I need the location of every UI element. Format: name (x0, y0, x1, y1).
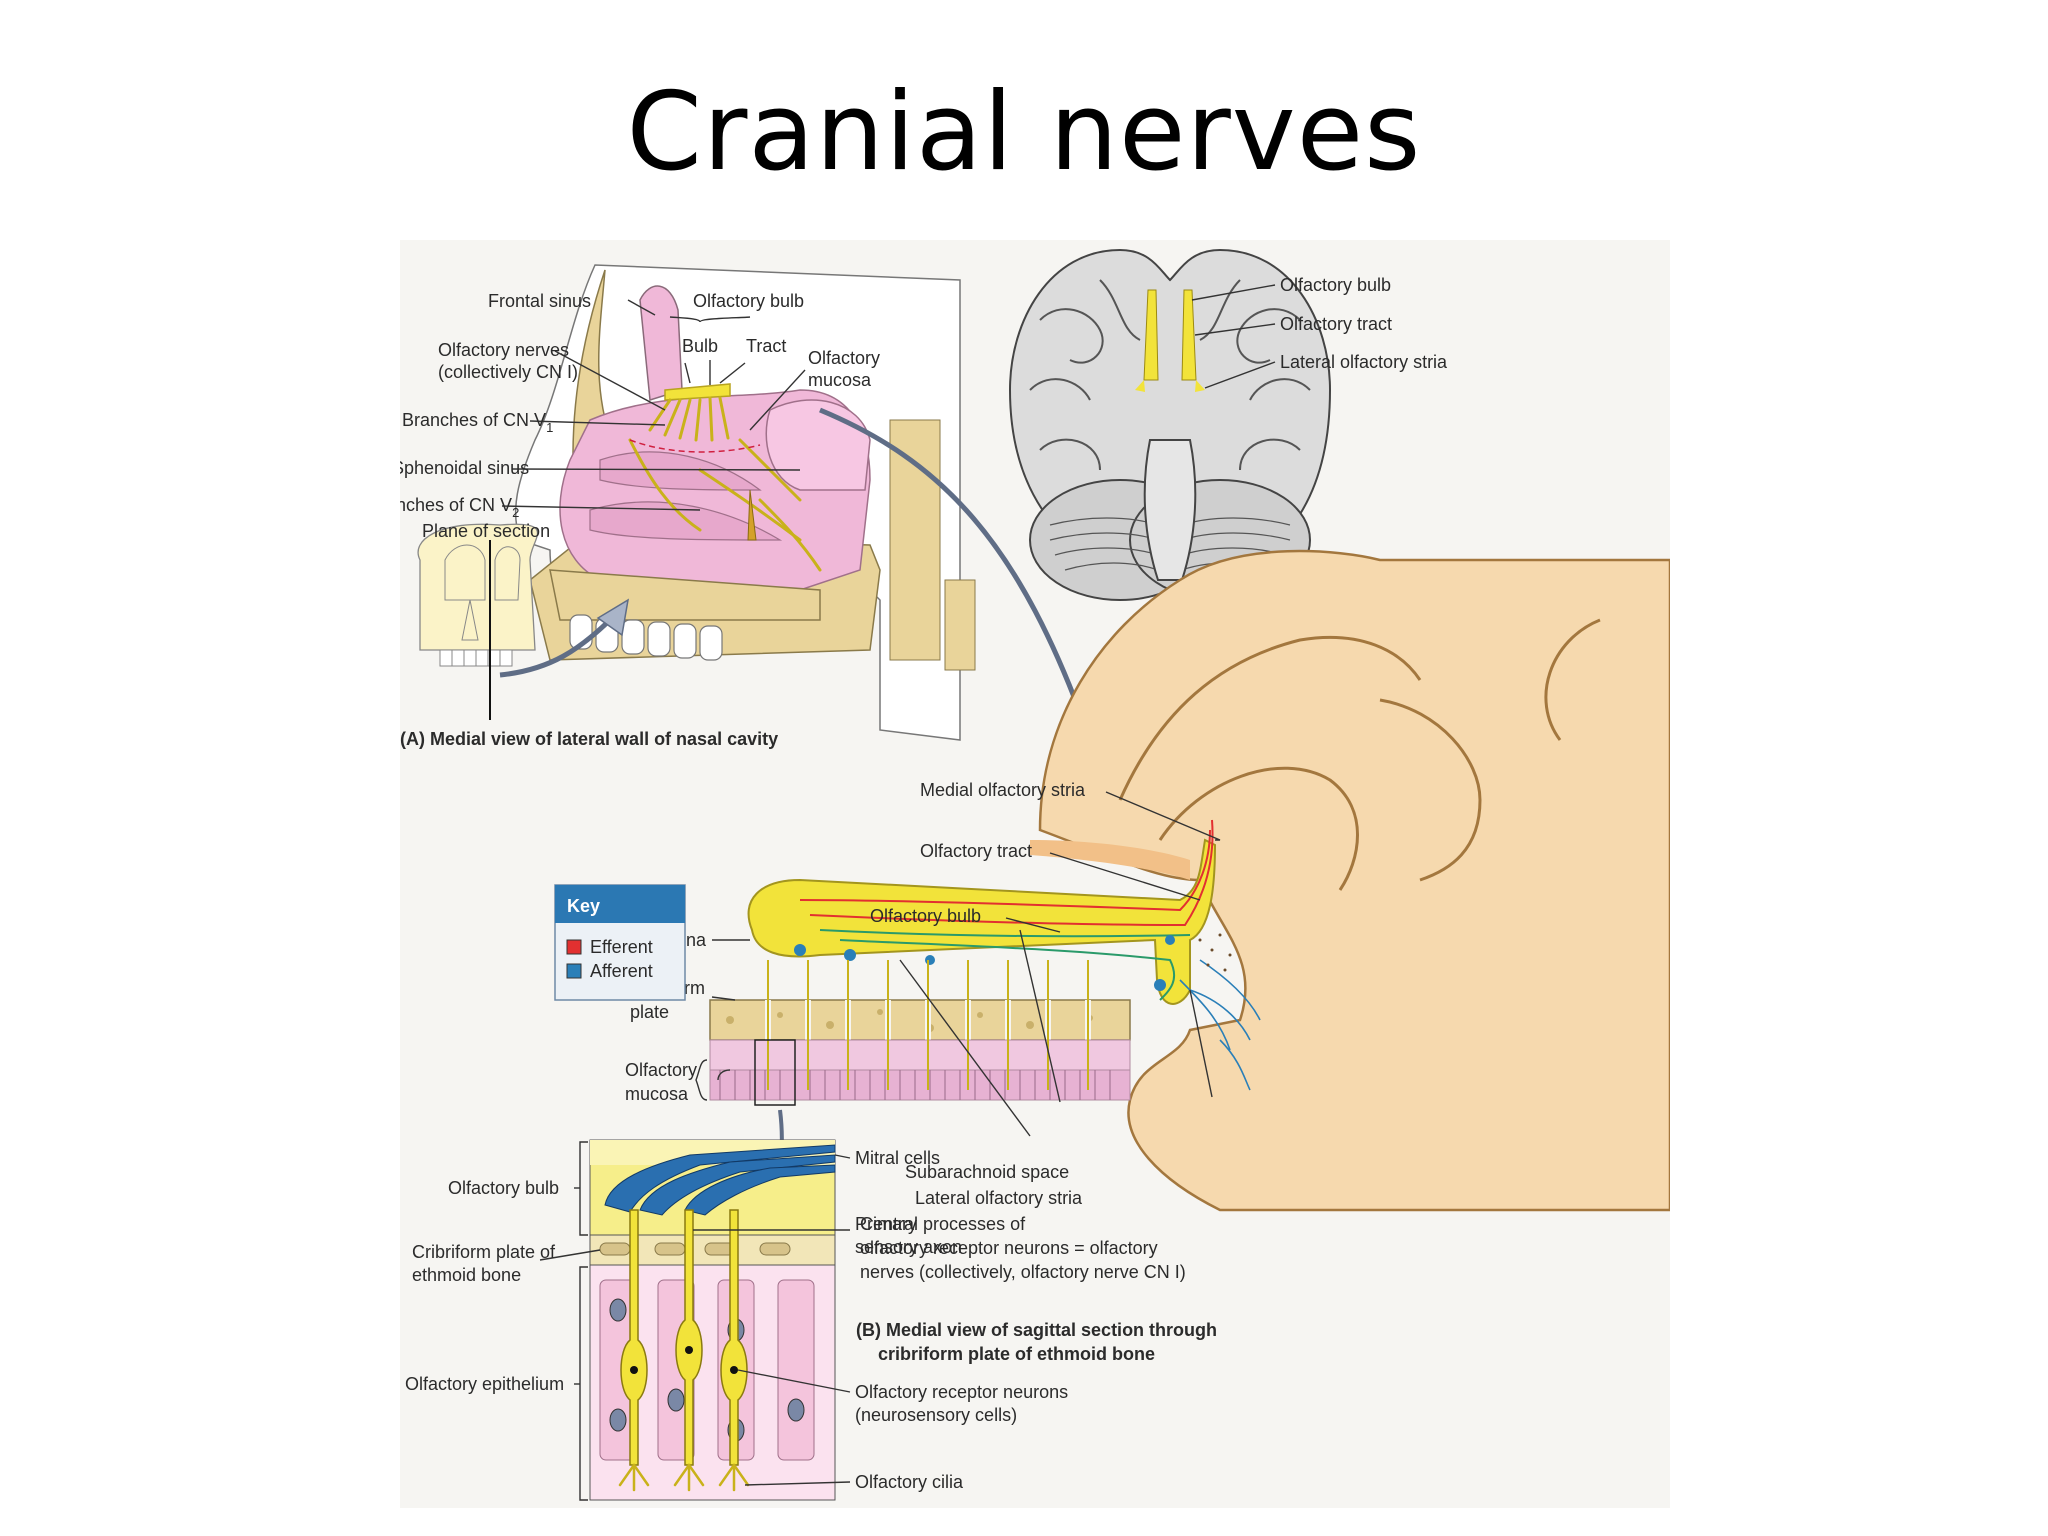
key-box: Key Efferent Afferent (554, 884, 686, 1001)
label-inset-olfactory-bulb: Olfactory bulb (1280, 275, 1391, 295)
olfactory-nerve-figure: Frontal sinus Olfactory bulb Bulb Tract … (400, 240, 1670, 1508)
label-inset-lateral-stria: Lateral olfactory stria (1280, 352, 1448, 372)
label-olfactory-mucosa-b-2: mucosa (625, 1084, 689, 1104)
label-mitral-cells: Mitral cells (855, 1148, 940, 1168)
label-cribriform-1: Cribriform plate of (412, 1242, 556, 1262)
label-primary-axon-1: Primary (855, 1214, 917, 1234)
slide-title: Cranial nerves (626, 70, 1422, 195)
label-foramina-4: plate (630, 1002, 669, 1022)
label-olfactory-tract-b: Olfactory tract (920, 841, 1032, 861)
label-bulb: Bulb (682, 336, 718, 356)
arrow-to-nasal (596, 598, 630, 637)
label-receptor-neurons-1: Olfactory receptor neurons (855, 1382, 1068, 1402)
panel-a-nasal-cavity: Frontal sinus Olfactory bulb Bulb Tract … (400, 264, 976, 749)
label-medial-olfactory-stria: Medial olfactory stria (920, 780, 1086, 800)
label-central-processes-3: nerves (collectively, olfactory nerve CN… (860, 1262, 1186, 1282)
key-swatch-efferent (566, 939, 582, 955)
caption-panel-b-1: (B) Medial view of sagittal section thro… (856, 1320, 1217, 1340)
detail-panel: Mitral cells Primary sensory axon Olfact… (405, 1139, 1068, 1501)
key-header: Key (567, 896, 600, 916)
caption-panel-b-2: cribriform plate of ethmoid bone (878, 1344, 1155, 1364)
olfactory-bulb-a (664, 383, 731, 401)
frontal-sinus-shape (639, 285, 683, 401)
label-primary-axon-2: sensory axon (855, 1237, 962, 1257)
label-olfactory-bulb-b: Olfactory bulb (870, 906, 981, 926)
sphenoidal-sinus-shape (765, 399, 871, 491)
label-receptor-neurons-2: (neurosensory cells) (855, 1405, 1017, 1425)
label-olfactory-nerves-2: (collectively CN I) (438, 362, 578, 382)
label-central-processes-1: Central processes of (860, 1214, 1026, 1234)
skull-front-view (417, 523, 538, 720)
label-lateral-olfactory-stria-b: Lateral olfactory stria (915, 1188, 1083, 1208)
key-header-bg (555, 885, 685, 923)
detail-box (754, 1039, 796, 1106)
label-tract: Tract (746, 336, 786, 356)
caption-panel-a: (A) Medial view of lateral wall of nasal… (400, 729, 778, 749)
figure-artwork: Frontal sinus Olfactory bulb Bulb Tract … (400, 248, 1670, 1501)
label-olfactory-bulb-a: Olfactory bulb (693, 291, 804, 311)
key-label-afferent: Afferent (590, 961, 653, 981)
label-olfactory-mucosa-b-1: Olfactory (625, 1060, 697, 1080)
label-central-processes-2: olfactory receptor neurons = olfactory (860, 1238, 1158, 1258)
label-sphenoidal-sinus: Sphenoidal sinus (400, 458, 529, 478)
brain-inferior-view: Olfactory bulb Olfactory tract Lateral o… (1008, 248, 1448, 601)
label-subarachnoid-space: Subarachnoid space (905, 1162, 1069, 1182)
label-inset-olfactory-tract: Olfactory tract (1280, 314, 1392, 334)
label-olfactory-cilia: Olfactory cilia (855, 1472, 964, 1492)
label-branches-v2: Branches of CN V2 (400, 495, 519, 520)
label-detail-olfactory-bulb: Olfactory bulb (448, 1178, 559, 1198)
key-swatch-afferent (566, 963, 582, 979)
label-branches-v1: Branches of CN V1 (402, 410, 553, 435)
label-frontal-sinus: Frontal sinus (488, 291, 591, 311)
label-olfactory-epithelium: Olfactory epithelium (405, 1374, 564, 1394)
label-olfactory-mucosa-a-1: Olfactory (808, 348, 880, 368)
key-label-efferent: Efferent (590, 937, 653, 957)
label-cribriform-2: ethmoid bone (412, 1265, 521, 1285)
label-plane-of-section: Plane of section (422, 521, 550, 541)
label-olfactory-mucosa-a-2: mucosa (808, 370, 872, 390)
panel-b-sagittal-section: Medial olfactory stria Olfactory tract O… (625, 549, 1670, 1364)
label-olfactory-nerves-1: Olfactory nerves (438, 340, 569, 360)
